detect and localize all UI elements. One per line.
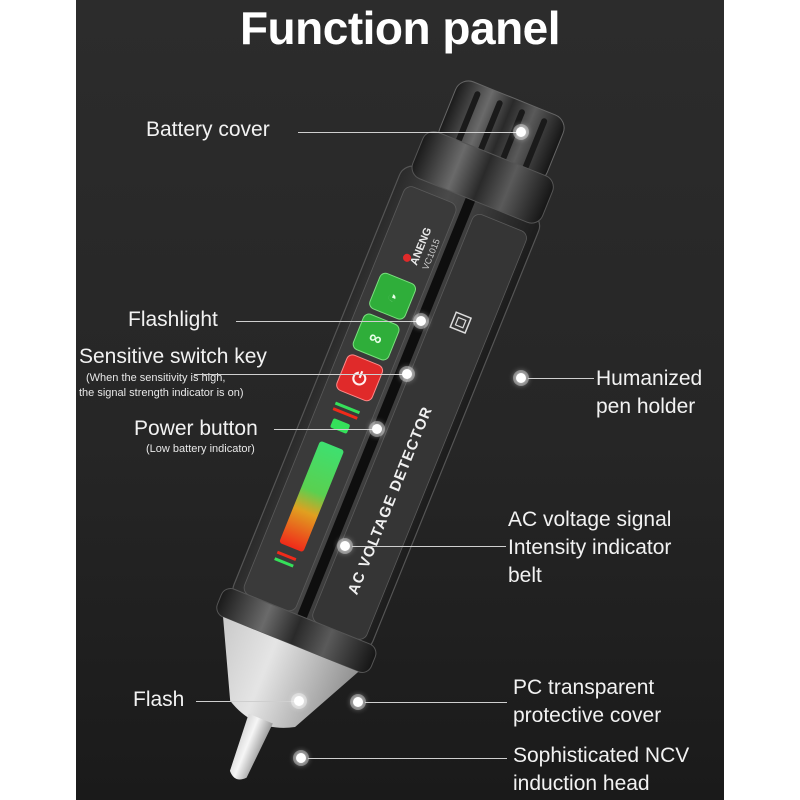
flash-label: Flash [133, 688, 185, 711]
power-button-marker [372, 424, 382, 434]
intensity-label-2: Intensity indicator [508, 536, 672, 559]
flashlight-label: Flashlight [128, 308, 218, 331]
ncv-tip [229, 713, 273, 780]
sensitive-switch-note-2: the signal strength indicator is on) [79, 387, 244, 399]
pen-holder-marker [516, 373, 526, 383]
battery-cover-marker [516, 127, 526, 137]
sensitivity-button [352, 313, 400, 361]
page-title: Function panel [239, 2, 561, 54]
voltage-detector-pen: ANENG VC1015 ◔ ∞ ⏻ AC VOLTAGE DETECTOR [216, 80, 565, 780]
flashlight-button [369, 272, 417, 320]
sensitive-switch-leader [194, 374, 404, 375]
flashlight-marker [416, 316, 426, 326]
pen-holder-leader [528, 378, 594, 379]
ncv-head-label-2: induction head [513, 772, 650, 795]
power-button-label: Power button [134, 417, 258, 440]
battery-cover-leader [298, 132, 518, 133]
power-button-note: (Low battery indicator) [146, 443, 255, 455]
ncv-head-label-1: Sophisticated NCV [513, 744, 690, 767]
ncv-head-marker [296, 753, 306, 763]
intensity-label-1: AC voltage signal [508, 508, 672, 531]
power-button [336, 354, 384, 402]
pc-cover-marker [353, 697, 363, 707]
pc-cover-label-2: protective cover [513, 704, 662, 727]
flash-marker [294, 696, 304, 706]
pc-cover-label-1: PC transparent [513, 676, 655, 699]
flashlight-leader [236, 321, 418, 322]
flash-leader [196, 701, 296, 702]
pc-cover-leader [365, 702, 507, 703]
power-button-leader [274, 429, 374, 430]
ncv-head-leader [308, 758, 507, 759]
function-panel: Function panel [76, 0, 724, 800]
sensitive-switch-label: Sensitive switch key [79, 345, 267, 368]
pen-holder-label-2: pen holder [596, 395, 696, 418]
transparent-cover [223, 617, 359, 728]
battery-cover-label: Battery cover [146, 118, 270, 141]
intensity-leader [352, 546, 506, 547]
sensitive-switch-note-1: (When the sensitivity is high, [86, 372, 226, 384]
intensity-label-3: belt [508, 564, 542, 587]
pen-holder-label-1: Humanized [596, 367, 703, 390]
sensitive-switch-marker [402, 369, 412, 379]
intensity-marker [340, 541, 350, 551]
intensity-indicator-bar [279, 441, 344, 552]
